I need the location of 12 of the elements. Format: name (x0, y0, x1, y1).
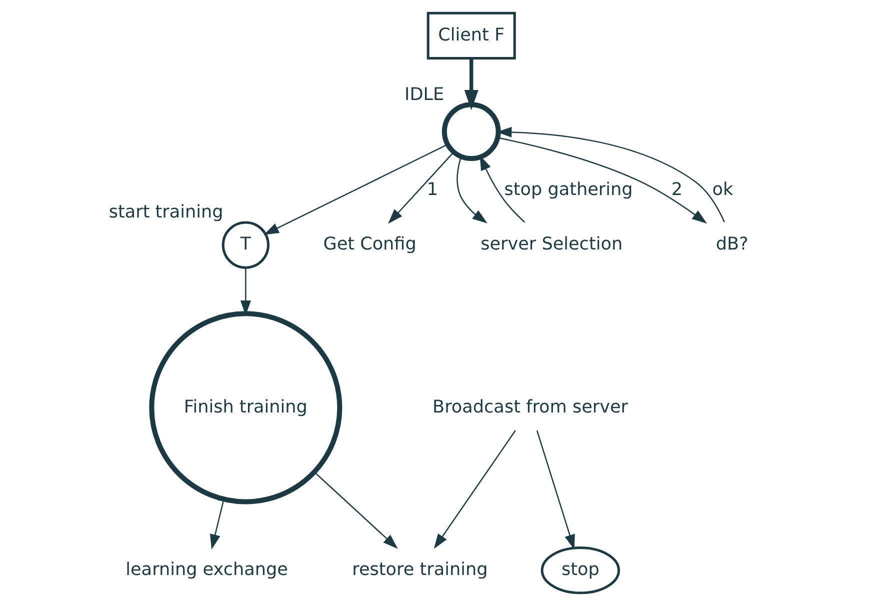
node-text: learning exchange (126, 560, 288, 580)
edge-label: stop gathering (504, 180, 633, 200)
node-text: Broadcast from server (432, 397, 628, 418)
node-label: start training (108, 202, 224, 223)
node-text: dB? (716, 234, 748, 255)
node-text: restore training (352, 560, 488, 580)
node-text: server Selection (480, 234, 623, 255)
node-text: Get Config (323, 234, 416, 255)
node-label: IDLE (404, 84, 444, 105)
edge-label: ok (712, 180, 734, 200)
edge-label: 1 (426, 180, 438, 200)
edge-label: 2 (671, 180, 683, 200)
